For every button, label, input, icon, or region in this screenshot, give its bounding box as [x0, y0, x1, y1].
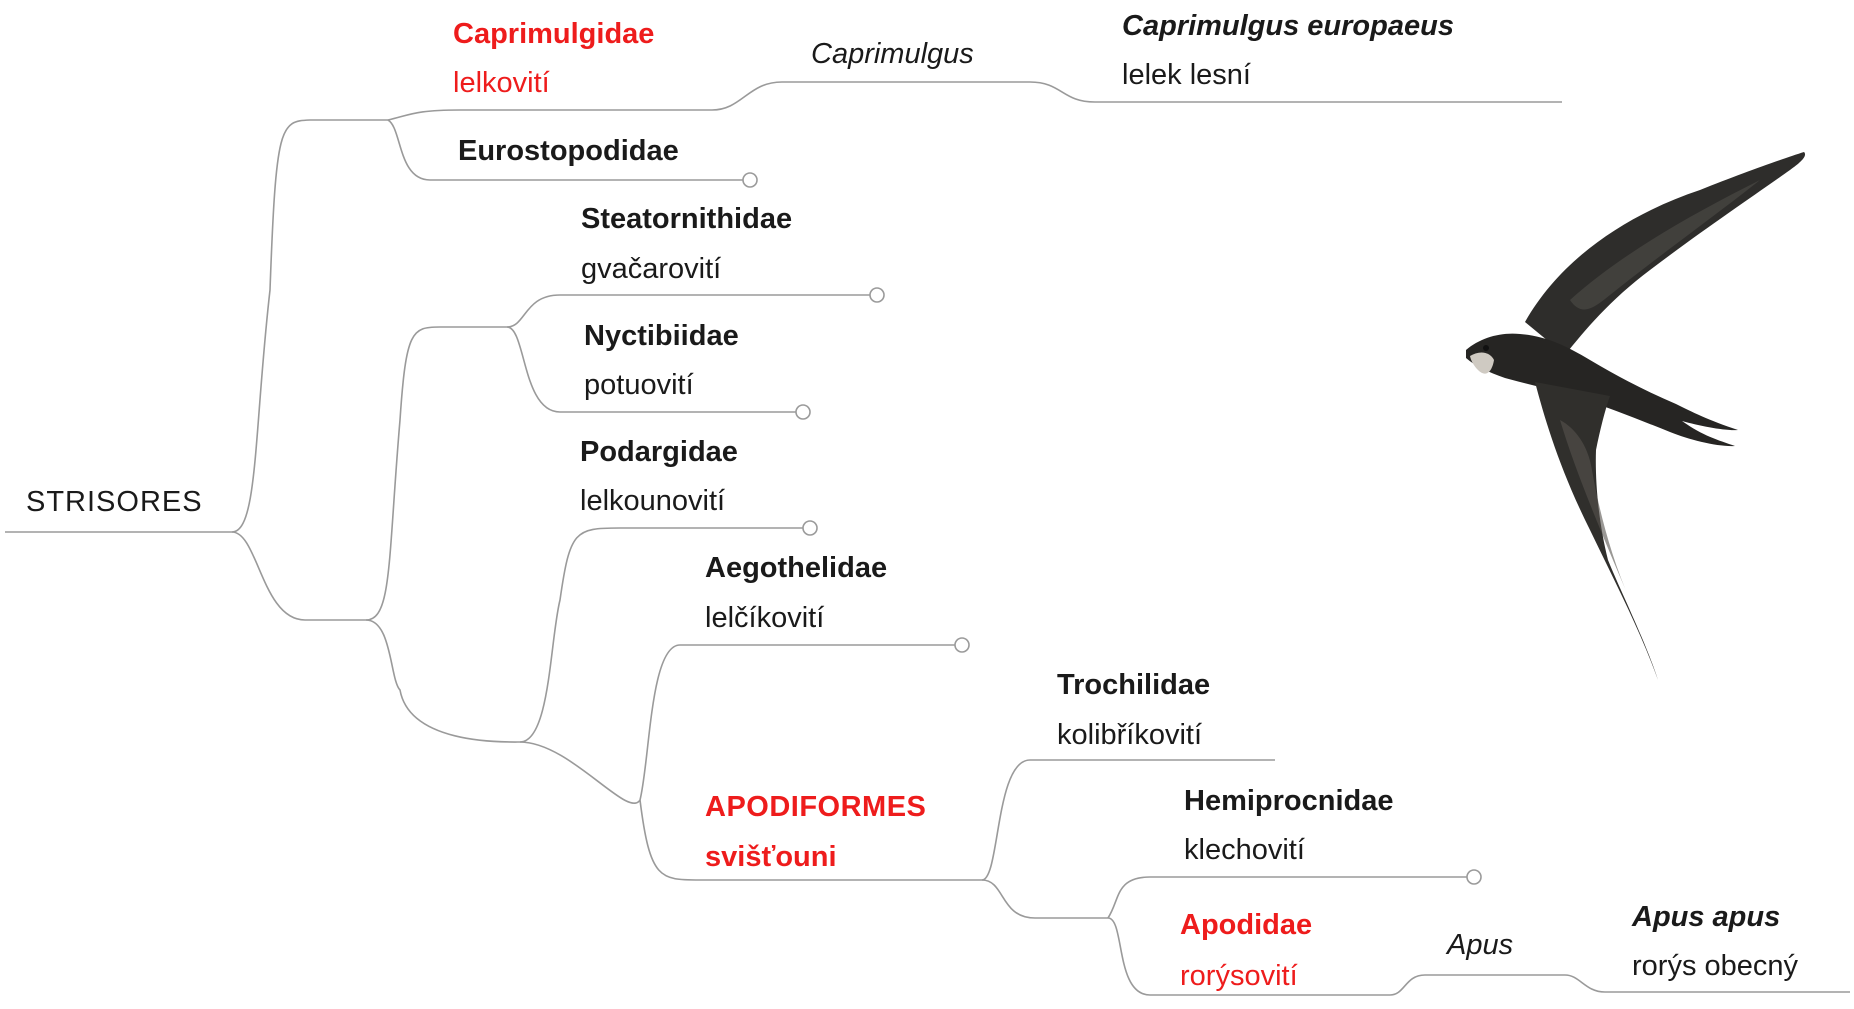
apus-species-name: Apus apus [1631, 901, 1780, 933]
swift-lower-wing-sheen [1560, 420, 1630, 600]
caprimulgidae-common: lelkovití [453, 67, 550, 99]
terminal-markers [742, 172, 1482, 885]
trochilidae-name: Trochilidae [1057, 669, 1210, 701]
edge-hemiprocnidae [1107, 876, 1474, 919]
edge-podargidae [519, 527, 810, 743]
edge-root-lower [231, 531, 366, 621]
tree-labels: STRISORES Caprimulgidae lelkovití Caprim… [26, 10, 1799, 992]
hemiprocnidae-name: Hemiprocnidae [1184, 785, 1394, 817]
swift-bird-illustration [1466, 152, 1806, 680]
tree-edges [5, 81, 1850, 996]
edge-apodiformes-inner [981, 879, 1108, 919]
marker-eurostopodidae [742, 172, 758, 188]
edge-eurostopodidae [387, 119, 750, 181]
podargidae-name: Podargidae [580, 436, 738, 468]
apodiformes-name: APODIFORMES [705, 791, 926, 823]
root-label: STRISORES [26, 486, 203, 518]
marker-steatornithidae [869, 287, 885, 303]
marker-nyctibiidae [795, 404, 811, 420]
marker-podargidae [802, 520, 818, 536]
caprimulgus-genus-label: Caprimulgus [811, 38, 974, 70]
aegothelidae-common: lelčíkovití [705, 602, 824, 634]
apodidae-name: Apodidae [1180, 909, 1312, 941]
edge-apodidae [1107, 917, 1850, 996]
steatornithidae-common: gvačarovití [581, 253, 721, 285]
edge-aegothelidae-clade [519, 741, 641, 804]
hemiprocnidae-common: klechovití [1184, 834, 1305, 866]
edge-steatornithidae [506, 294, 877, 328]
swift-lower-wing [1535, 382, 1658, 680]
swift-throat-patch [1470, 352, 1494, 374]
apus-species-common: rorýs obecný [1632, 950, 1799, 982]
swift-eye [1483, 345, 1489, 351]
apus-genus-label: Apus [1445, 929, 1513, 961]
edge-trochilidae [981, 759, 1275, 881]
swift-body [1466, 333, 1738, 447]
caprimulgus-species-common: lelek lesní [1122, 59, 1251, 91]
edge-caprimulgidae [387, 81, 1562, 121]
edge-nyctibiidae [506, 326, 803, 413]
caprimulgus-species-name: Caprimulgus europaeus [1122, 10, 1454, 42]
aegothelidae-name: Aegothelidae [705, 552, 887, 584]
caprimulgidae-name: Caprimulgidae [453, 18, 654, 50]
trochilidae-common: kolibříkovití [1057, 719, 1202, 751]
nyctibiidae-common: potuovití [584, 369, 694, 401]
apodidae-common: rorýsovití [1180, 960, 1298, 992]
podargidae-common: lelkounovití [580, 485, 725, 517]
swift-upper-wing-sheen [1570, 180, 1760, 310]
eurostopodidae-name: Eurostopodidae [458, 135, 679, 167]
edge-apodiformes [639, 799, 982, 881]
swift-upper-wing [1525, 152, 1806, 355]
marker-hemiprocnidae [1466, 869, 1482, 885]
steatornithidae-name: Steatornithidae [581, 203, 792, 235]
marker-aegothelidae [954, 637, 970, 653]
edge-upper-clade [365, 326, 507, 621]
edge-aegothelidae [639, 644, 962, 801]
edge-lower-clade [365, 619, 521, 743]
edge-root [5, 119, 388, 533]
apodiformes-common: svišťouni [705, 841, 837, 873]
nyctibiidae-name: Nyctibiidae [584, 320, 739, 352]
